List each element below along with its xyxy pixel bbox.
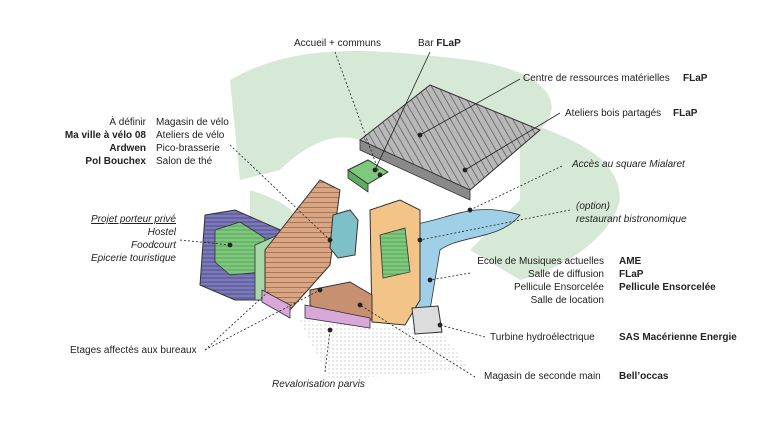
- label-bar: Bar FLaP: [418, 37, 461, 50]
- label-ateliers-bois: Ateliers bois partagés: [565, 108, 662, 119]
- ecole-owner-1: FLaP: [619, 269, 644, 280]
- label-turbine: Turbine hydroélectrique: [490, 332, 595, 343]
- label-ateliers-bois-owner: FLaP: [673, 108, 698, 119]
- leader-lines: [179, 51, 571, 378]
- ecole-owner-0: AME: [619, 256, 642, 267]
- ecole-use-1: Salle de diffusion: [528, 269, 604, 280]
- label-magasin: Magasin de seconde main: [484, 371, 601, 382]
- use-magasin-velo: Magasin de vélo: [156, 117, 229, 128]
- label-bar-prefix: Bar: [418, 38, 437, 49]
- owner-ardwen: Ardwen: [109, 143, 146, 154]
- left-owners-list: À définir Ma ville à vélo 08 Ardwen Pol …: [40, 116, 146, 168]
- label-centre-owner: FLaP: [683, 73, 708, 84]
- ecole-owners-list: AME FLaP Pellicule Ensorcelée: [619, 255, 716, 294]
- use-salon-the: Salon de thé: [156, 156, 213, 167]
- owner-pol-bouchex: Pol Bouchex: [85, 156, 146, 167]
- label-etages: Etages affectés aux bureaux: [70, 345, 197, 356]
- projet-epicerie: Epicerie touristique: [90, 253, 176, 264]
- ecole-use-0: Ecole de Musiques actuelles: [477, 256, 604, 267]
- label-acces-square: Accès au square Mialaret: [572, 159, 685, 170]
- teal-building: [329, 209, 359, 259]
- projet-hostel: Hostel: [147, 227, 176, 238]
- label-bar-owner: FLaP: [436, 38, 461, 49]
- parvis-area: [300, 320, 470, 380]
- owner-ma-ville: Ma ville à vélo 08: [64, 130, 146, 141]
- projet-title: Projet porteur privé: [90, 214, 176, 225]
- ecole-use-3: Salle de location: [530, 295, 604, 306]
- ecole-owner-2: Pellicule Ensorcelée: [619, 282, 716, 293]
- label-restaurant: restaurant bistronomique: [576, 214, 687, 225]
- projet-foodcourt: Foodcourt: [130, 240, 176, 251]
- projet-list: Projet porteur privé Hostel Foodcourt Ep…: [40, 213, 176, 265]
- use-pico-brasserie: Pico-brasserie: [156, 143, 220, 154]
- turbine-building: [411, 305, 443, 335]
- label-accueil: Accueil + communs: [294, 38, 381, 49]
- left-uses-list: Magasin de vélo Ateliers de vélo Pico-br…: [156, 116, 229, 168]
- label-centre: Centre de ressources matérielles: [523, 73, 670, 84]
- label-magasin-owner: Bell’occas: [619, 371, 669, 382]
- label-turbine-owner: SAS Macérienne Energie: [619, 332, 737, 343]
- river: [409, 209, 521, 311]
- owner-a-definir: À définir: [109, 117, 146, 128]
- ecole-uses-list: Ecole de Musiques actuelles Salle de dif…: [460, 255, 604, 307]
- ecole-use-2: Pellicule Ensorcelée: [513, 282, 604, 293]
- label-revalorisation: Revalorisation parvis: [272, 379, 365, 390]
- use-ateliers-velo: Ateliers de vélo: [156, 130, 225, 141]
- label-option: (option): [576, 201, 610, 212]
- park-area-right: [470, 120, 620, 280]
